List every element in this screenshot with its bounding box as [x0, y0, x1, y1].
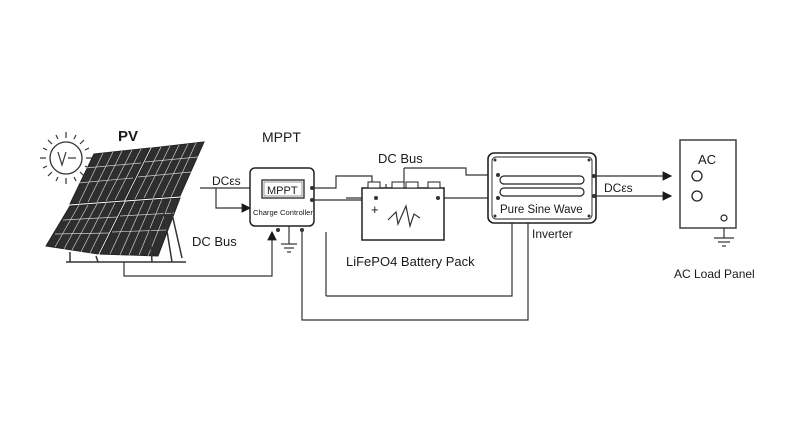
- ac-label: AC: [698, 152, 716, 167]
- mppt-title: MPPT: [262, 129, 301, 145]
- dc-bus-top-label: DC Bus: [378, 151, 423, 166]
- dc-pv-label: DCεs: [212, 174, 241, 188]
- inverter-unit: [487, 152, 597, 224]
- sun-icon: [40, 132, 92, 184]
- ac-load-panel: [679, 139, 737, 229]
- pv-label: PV: [118, 128, 138, 145]
- battery-pack: [361, 181, 445, 241]
- battery-plus-sign: +: [371, 202, 379, 217]
- battery-label: LiFePO4 Battery Pack: [346, 254, 475, 269]
- dc-out-label: DCεs: [604, 181, 633, 195]
- ac-load-panel-label: AC Load Panel: [674, 267, 755, 281]
- inverter-face-label: Pure Sine Wave: [500, 204, 583, 216]
- dc-bus-left-label: DC Bus: [192, 234, 237, 249]
- solar-panel-array: [45, 141, 205, 263]
- charge-controller: [249, 167, 315, 232]
- inverter-label: Inverter: [532, 227, 573, 241]
- mppt-badge: MPPT: [267, 185, 298, 197]
- charge-controller-label: Charge Controller: [253, 208, 313, 217]
- wiring: [123, 167, 734, 321]
